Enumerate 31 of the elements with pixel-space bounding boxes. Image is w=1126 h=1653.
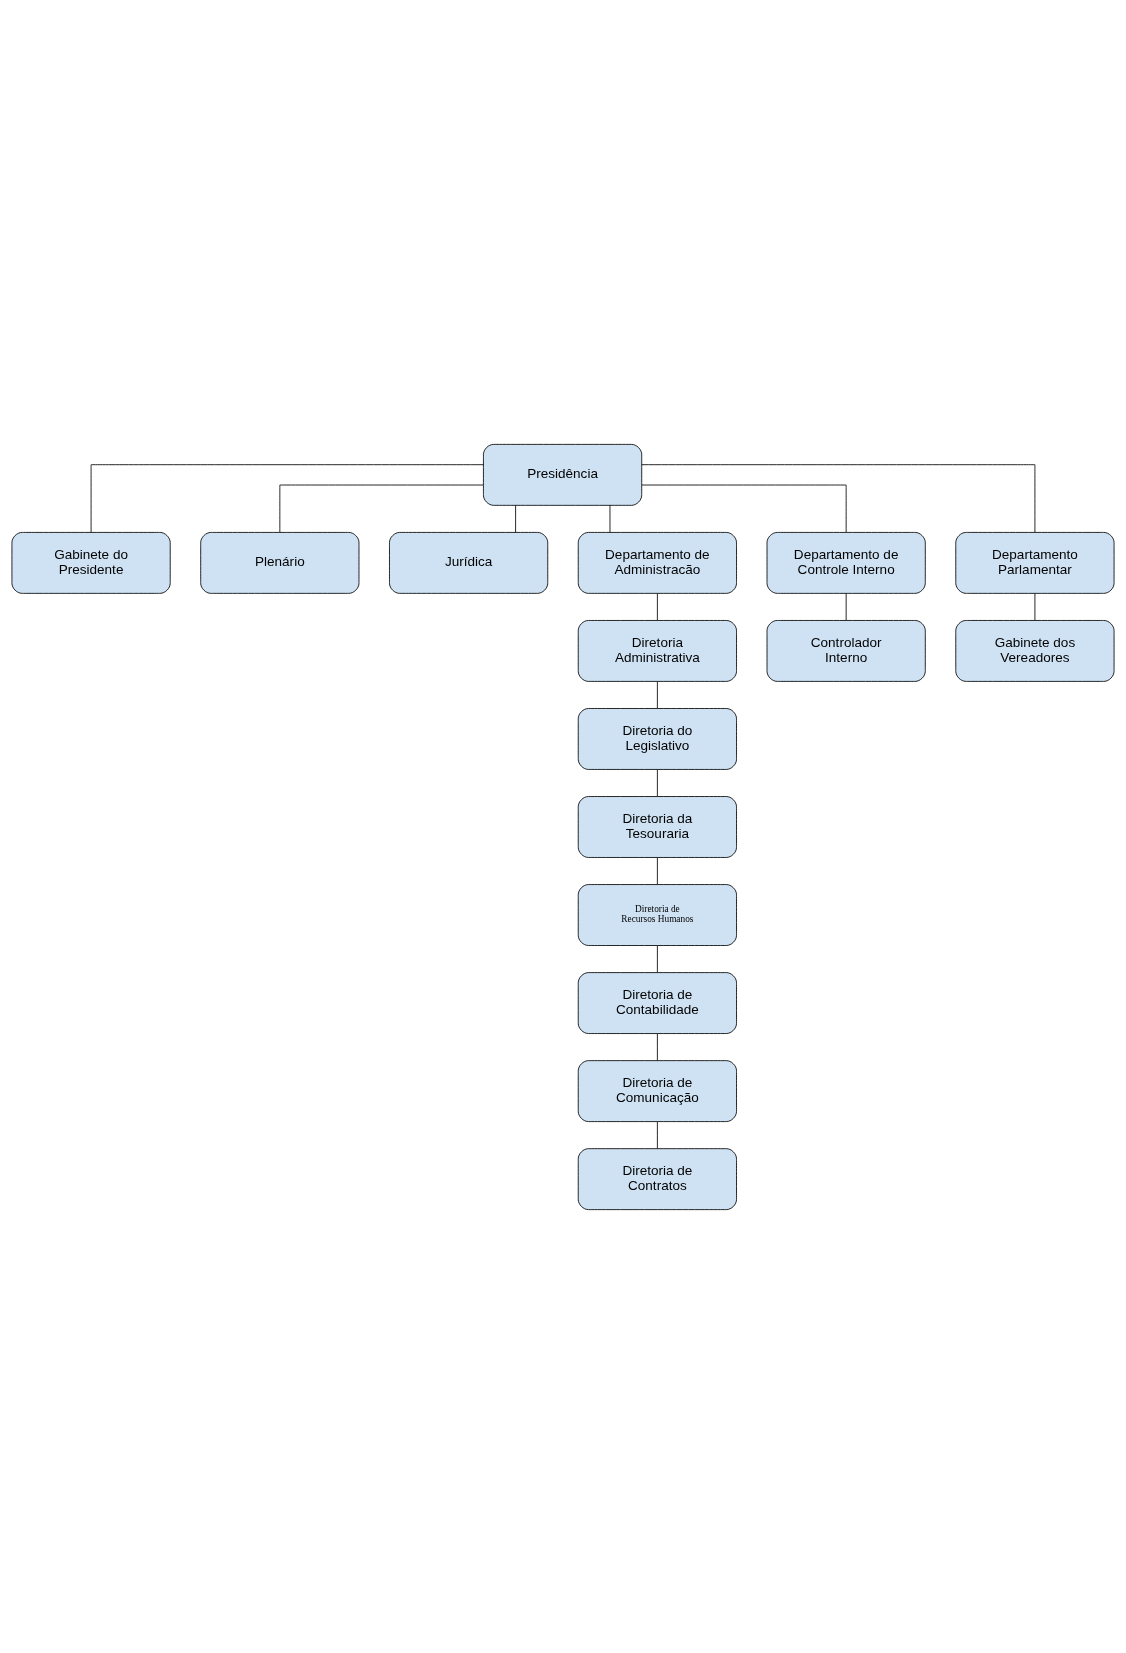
connector — [1034, 592, 1036, 621]
node-box: Diretoria de Recursos Humanos — [577, 883, 737, 946]
node-box: Gabinete do Presidente — [11, 531, 171, 594]
node-box: Plenário — [200, 531, 360, 594]
connector — [656, 856, 658, 885]
connector — [656, 1032, 658, 1061]
connector — [656, 1120, 658, 1149]
connector — [641, 484, 847, 533]
node-box: Gabinete dos Vereadores — [955, 619, 1115, 682]
connector — [90, 463, 484, 533]
node-box: Diretoria do Legislativo — [577, 707, 737, 770]
connector — [656, 680, 658, 709]
node-box: Departamento Parlamentar — [955, 531, 1115, 594]
node-box: Diretoria de Contabilidade — [577, 971, 737, 1034]
connector — [515, 504, 517, 533]
connector — [656, 592, 658, 621]
connector — [845, 592, 847, 621]
node-box: Departamento de Controle Interno — [766, 531, 926, 594]
node-box: Diretoria de Comunicação — [577, 1059, 737, 1122]
node-box: Controlador Interno — [766, 619, 926, 682]
node-box: Diretoria Administrativa — [577, 619, 737, 682]
node-box: Presidência — [483, 443, 643, 506]
connector — [279, 484, 484, 533]
node-box: Diretoria de Contratos — [577, 1147, 737, 1210]
connector — [641, 463, 1036, 533]
connector — [656, 944, 658, 973]
node-box: Jurídica — [389, 531, 549, 594]
node-box: Diretoria da Tesouraria — [577, 795, 737, 858]
connector — [656, 768, 658, 797]
connector — [609, 504, 611, 533]
node-box: Departamento de Administracão — [577, 531, 737, 594]
